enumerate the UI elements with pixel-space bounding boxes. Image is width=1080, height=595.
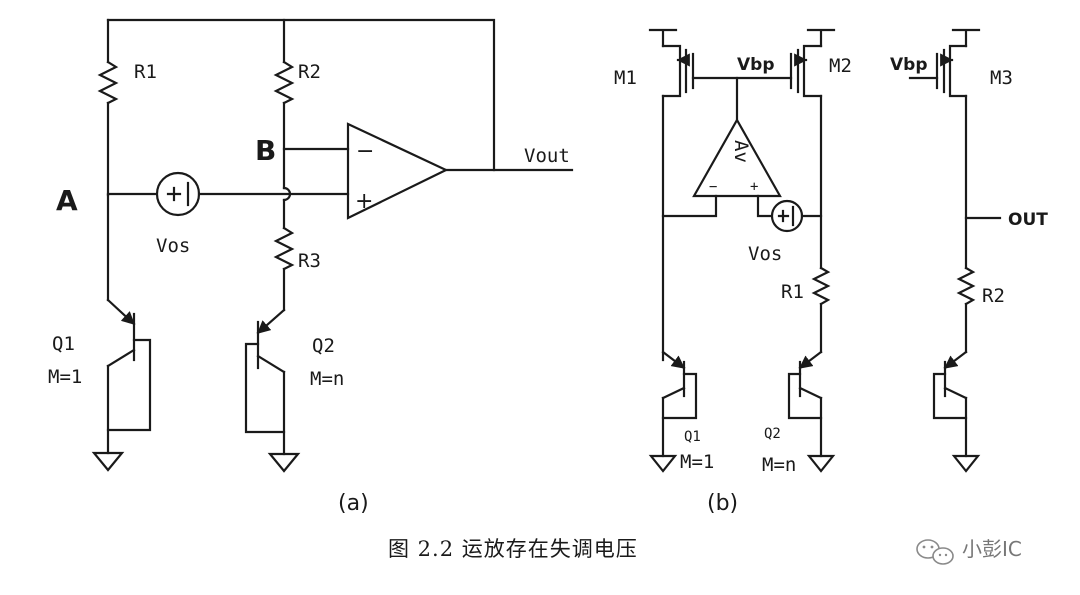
r1-resistor xyxy=(97,60,119,105)
q3-b-ground xyxy=(951,454,981,473)
label-vout: Vout xyxy=(524,145,570,167)
opamp-a-plus: + xyxy=(355,189,373,214)
q3-b-collector xyxy=(943,386,968,400)
label-vbp-m3: Vbp xyxy=(890,55,928,75)
label-m3: M3 xyxy=(990,67,1013,89)
q1-b-loop xyxy=(661,372,698,420)
figure-caption: 图 2.2 运放存在失调电压 xyxy=(388,537,638,561)
opamp-b-minus-wire xyxy=(661,194,718,218)
label-out: OUT xyxy=(1008,210,1048,230)
q2-b-emitter-arrow xyxy=(798,350,823,370)
q2-b-collector xyxy=(798,386,823,400)
label-vos-b: Vos xyxy=(748,243,782,265)
q1-collector xyxy=(106,348,136,368)
label-r3-a: R3 xyxy=(298,250,321,272)
q2-ground xyxy=(267,452,301,473)
label-node-a: A xyxy=(56,184,78,217)
q1-b-ground xyxy=(648,454,678,473)
label-node-b: B xyxy=(255,134,276,167)
watermark-text: 小彭IC xyxy=(962,537,1022,561)
panel-a-circuit xyxy=(91,18,574,473)
label-q2-a: Q2 xyxy=(312,335,335,357)
sublabel-a: (a) xyxy=(338,491,369,516)
opamp-b-plus-wire xyxy=(756,194,772,218)
label-r2-b: R2 xyxy=(982,285,1005,307)
label-vos-a: Vos xyxy=(156,235,190,257)
wechat-icon xyxy=(916,539,954,565)
r2-resistor xyxy=(273,60,295,105)
vos-plus-sign xyxy=(166,186,182,202)
panel-b-circuit xyxy=(648,28,1002,473)
m3-supply xyxy=(951,28,981,48)
q1-ground xyxy=(91,451,125,472)
label-av: Av xyxy=(730,140,752,163)
top-rail-a xyxy=(106,18,496,172)
q2-collector xyxy=(256,354,286,374)
label-q2-m-b: M=n xyxy=(762,454,796,476)
label-q1-b: Q1 xyxy=(684,429,701,445)
q2-b-loop xyxy=(787,372,823,420)
label-q1-m-a: M=1 xyxy=(48,366,82,388)
q1-b-emitter-arrow xyxy=(661,350,686,370)
q3-b-loop xyxy=(932,372,968,420)
m3-source-drain xyxy=(948,44,968,98)
label-r2-a: R2 xyxy=(298,61,321,83)
vos-b-plus xyxy=(777,209,790,223)
m2-supply xyxy=(806,28,836,48)
r2-resistor-b xyxy=(956,266,976,306)
opamp-b-minus: − xyxy=(709,179,717,195)
q2-base-collector-loop xyxy=(244,342,286,434)
sublabel-b: (b) xyxy=(707,491,738,516)
r3-resistor xyxy=(273,226,295,271)
label-m1: M1 xyxy=(614,67,637,89)
m1-source-drain xyxy=(661,44,682,98)
r1-resistor-b xyxy=(811,266,831,306)
q3-b-emitter-arrow xyxy=(943,350,968,370)
opamp-b xyxy=(692,117,782,198)
label-q1-a: Q1 xyxy=(52,333,75,355)
label-r1-b: R1 xyxy=(781,281,804,303)
q1-emitter-arrow xyxy=(106,298,136,326)
q1-base-collector-loop xyxy=(106,338,152,432)
m1-supply xyxy=(648,28,678,48)
opamp-a-minus: − xyxy=(356,139,374,164)
label-q2-m-a: M=n xyxy=(310,368,344,390)
m2-source-drain xyxy=(802,44,823,98)
opamp-b-plus: + xyxy=(750,179,758,195)
q1-b-collector xyxy=(661,386,686,400)
label-vbp: Vbp xyxy=(737,55,775,75)
q2-b-ground xyxy=(806,454,836,473)
label-m2: M2 xyxy=(829,55,852,77)
label-q1-m-b: M=1 xyxy=(680,451,714,473)
opamp-a xyxy=(346,122,449,220)
label-r1-a: R1 xyxy=(134,61,157,83)
label-q2-b: Q2 xyxy=(764,426,781,442)
q2-emitter-arrow xyxy=(256,308,286,335)
